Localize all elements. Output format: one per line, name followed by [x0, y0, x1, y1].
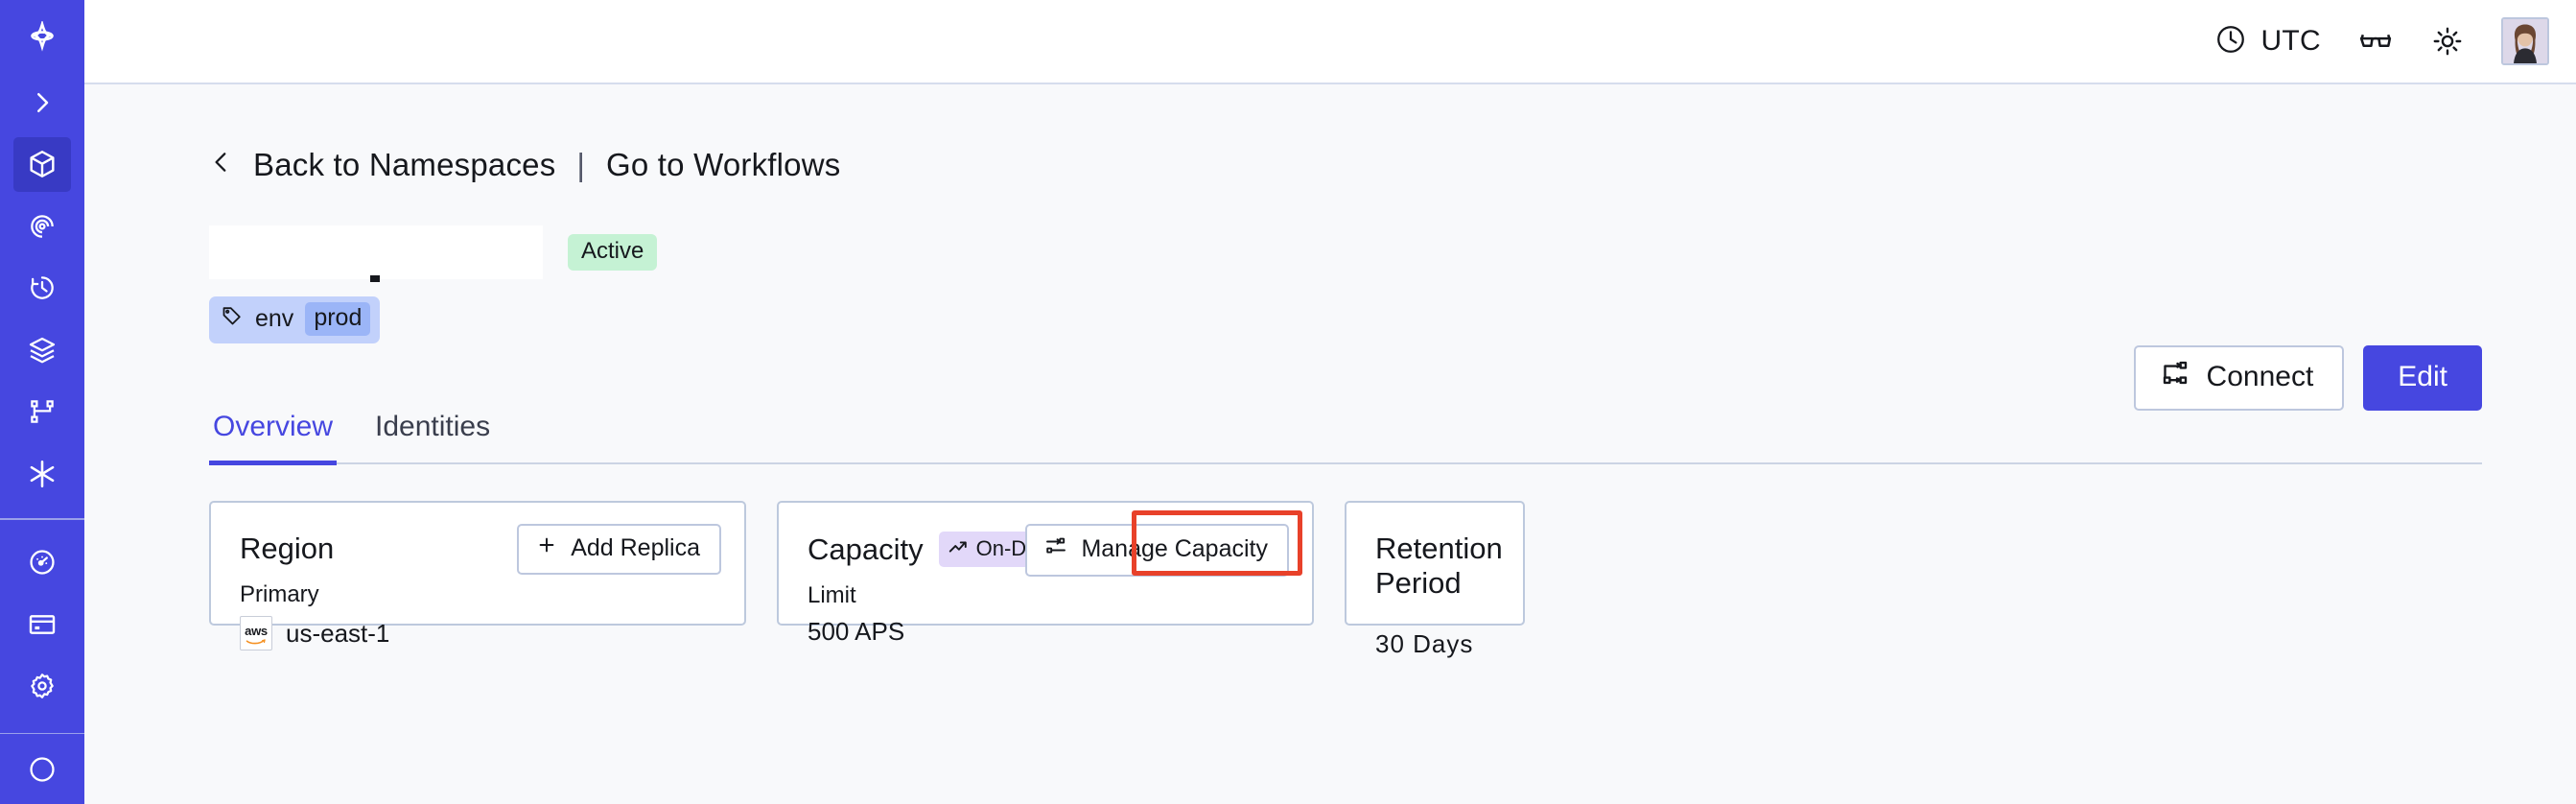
plus-icon	[536, 534, 557, 562]
manage-capacity-button[interactable]: Manage Capacity	[1025, 524, 1289, 577]
asterisk-icon	[26, 458, 59, 490]
content-area: UTC	[84, 0, 2576, 804]
namespace-name-redacted	[209, 225, 543, 279]
status-badge: Active	[568, 234, 658, 271]
sidebar-item-stack[interactable]	[13, 323, 71, 378]
cube-icon	[26, 148, 59, 180]
retention-value: 30 Days	[1375, 629, 1474, 658]
tag-chip-env[interactable]: env prod	[209, 296, 381, 343]
main-content: Back to Namespaces | Go to Workflows Act…	[84, 84, 2576, 804]
aws-logo-icon: aws	[240, 616, 272, 650]
chevron-left-icon[interactable]	[209, 146, 234, 183]
overview-cards: Region Add Replica Primary aws	[209, 501, 2482, 658]
timezone-label: UTC	[2260, 25, 2321, 57]
edit-button[interactable]: Edit	[2363, 345, 2482, 411]
sidebar-item-help[interactable]	[13, 742, 71, 796]
chevron-right-icon[interactable]	[13, 76, 71, 130]
credit-card-icon	[27, 609, 58, 640]
spiral-eye-icon	[27, 211, 58, 242]
sidebar-item-settings[interactable]	[13, 659, 71, 714]
workflow-tree-icon	[28, 397, 57, 426]
sidebar-item-namespaces[interactable]	[13, 137, 71, 192]
tag-key: env	[255, 305, 294, 332]
retention-card: Retention Period 30 Days	[1345, 501, 1525, 658]
sidebar-item-billing[interactable]	[13, 598, 71, 652]
temporal-star-icon[interactable]	[13, 12, 71, 66]
glasses-icon[interactable]	[2357, 23, 2394, 59]
avatar[interactable]	[2501, 17, 2549, 65]
connect-button-label: Connect	[2206, 361, 2314, 392]
gauge-icon	[27, 547, 58, 578]
capacity-limit-label: Limit	[808, 582, 856, 608]
sidebar-divider-top	[0, 518, 84, 521]
tab-identities[interactable]: Identities	[375, 411, 491, 442]
sun-icon[interactable]	[2430, 24, 2465, 59]
tag-value: prod	[305, 302, 371, 336]
breadcrumb-workflows-link[interactable]: Go to Workflows	[606, 146, 841, 182]
region-value: us-east-1	[286, 618, 390, 648]
retention-card-head: Retention Period	[1375, 532, 1503, 601]
sidebar-item-nexus[interactable]	[13, 447, 71, 502]
region-card-head: Region	[240, 532, 717, 566]
tab-overview[interactable]: Overview	[209, 411, 338, 465]
sidebar-item-usage[interactable]	[13, 535, 71, 590]
sidebar-item-schedules[interactable]	[13, 261, 71, 316]
sidebar-item-observability[interactable]	[13, 200, 71, 254]
help-circle-icon	[27, 754, 58, 785]
edit-button-label: Edit	[2398, 361, 2447, 392]
clock-history-icon	[27, 272, 58, 303]
breadcrumb-separator: |	[576, 146, 585, 182]
top-bar: UTC	[84, 0, 2576, 84]
sidebar-item-workflows[interactable]	[13, 385, 71, 439]
breadcrumb-back-link[interactable]: Back to Namespaces	[253, 146, 556, 182]
breadcrumb: Back to Namespaces | Go to Workflows	[209, 146, 2482, 183]
namespace-name-artifact	[370, 275, 380, 282]
layers-icon	[27, 335, 58, 366]
region-card: Region Add Replica Primary aws	[209, 501, 746, 650]
header-actions: Connect Edit	[2133, 345, 2482, 411]
sidebar-divider-bottom	[0, 732, 84, 735]
namespace-tags: env prod	[209, 296, 2482, 343]
timezone-selector[interactable]: UTC	[2214, 23, 2321, 60]
aws-logo-text: aws	[245, 623, 268, 638]
namespace-title-row: Active	[209, 225, 2482, 282]
gear-icon	[27, 671, 58, 701]
clock-icon	[2214, 23, 2247, 60]
manage-capacity-label: Manage Capacity	[1081, 535, 1268, 562]
region-primary-label: Primary	[240, 581, 319, 607]
capacity-limit-value: 500 APS	[808, 617, 905, 646]
trending-up-icon	[948, 536, 969, 561]
add-replica-button[interactable]: Add Replica	[517, 524, 721, 575]
namespace-tabs: Overview Identities	[209, 411, 2482, 465]
main-sidebar	[0, 0, 84, 804]
region-card-title: Region	[240, 532, 335, 565]
connect-flow-icon	[2161, 359, 2190, 395]
sliders-icon	[1044, 534, 1067, 564]
retention-card-title: Retention Period	[1375, 532, 1503, 600]
add-replica-label: Add Replica	[571, 534, 700, 561]
capacity-card-title: Capacity	[808, 532, 924, 566]
connect-button[interactable]: Connect	[2133, 345, 2345, 411]
tag-icon	[221, 304, 244, 334]
capacity-card: Capacity On-Demand	[777, 501, 1314, 646]
region-value-row: aws us-east-1	[240, 616, 717, 650]
